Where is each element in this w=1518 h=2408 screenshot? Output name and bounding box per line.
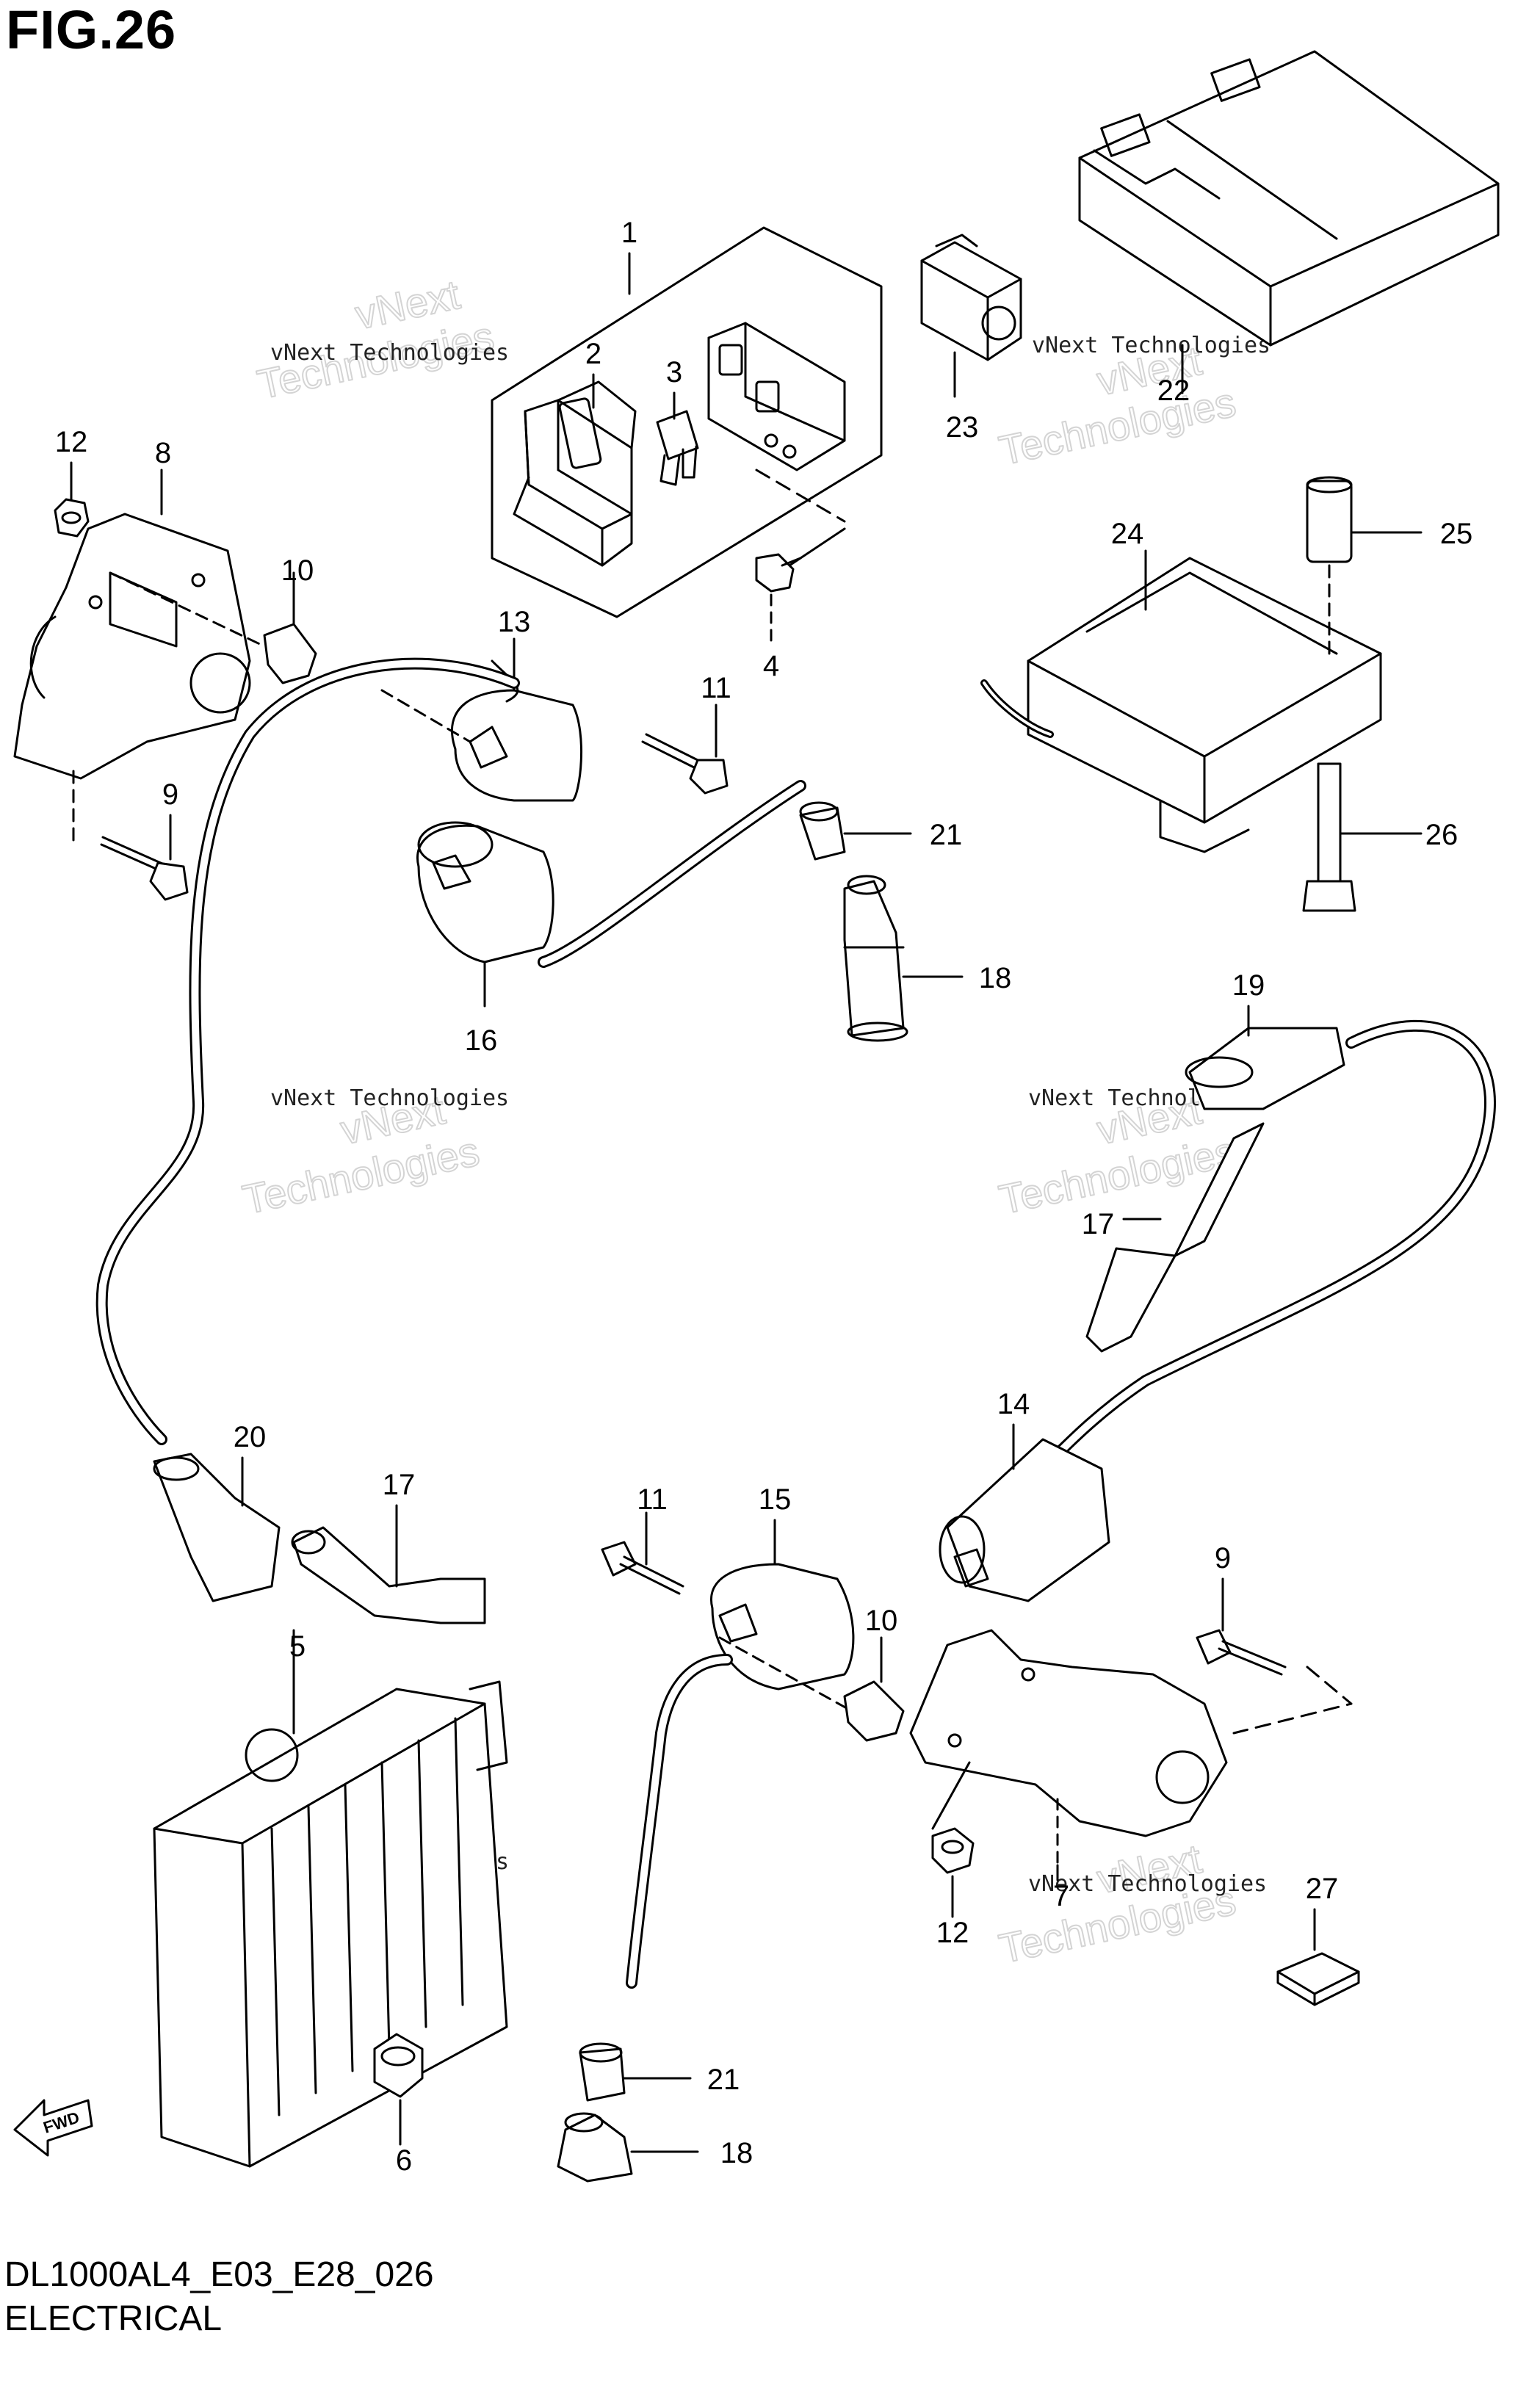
relay-block [707,322,846,471]
callout-15: 15 [759,1483,792,1516]
callout-24: 24 [1111,518,1144,550]
watermark-text-3: vNext Technologies [270,1085,509,1111]
callout-25: 25 [1440,518,1473,550]
part-12-nut-upper [54,461,90,538]
part-17-plug-cap-right [1085,1122,1265,1353]
callout-5: 5 [289,1630,306,1663]
part-12-nut-lower [931,1827,975,1918]
watermark-text-2: vNext Technologies [1032,333,1271,358]
part-27-pad [1276,1908,1360,2006]
callout-11b: 11 [637,1483,668,1516]
callout-26: 26 [1425,819,1459,851]
callout-7: 7 [1053,1880,1069,1912]
callout-22: 22 [1157,375,1190,407]
part-4-screw [755,527,846,648]
part-20-cover [153,1453,281,1602]
callout-2: 2 [585,338,601,370]
callout-19: 19 [1232,969,1265,1002]
part-26-bolt [1302,762,1423,912]
callout-8: 8 [155,437,171,469]
section-name: ELECTRICAL [4,2299,223,2338]
part-14-ignition-coil [939,1423,1110,1602]
part-16-ignition-coil [416,821,554,1008]
part-18-plug-cap-lower [557,2112,699,2183]
figure-title: FIG.26 [6,0,177,60]
callout-21b: 21 [707,2064,740,2096]
part-15-ignition-coil [626,1519,855,1989]
part-17-plug-cap-left [291,1504,486,1624]
watermark-1: vNext Technologies [253,270,499,408]
callout-17b: 17 [383,1469,416,1501]
part-21-cap-lower [579,2042,692,2102]
part-3-fuse [656,410,699,486]
callout-10a: 10 [281,554,314,587]
part-2-starter-relay [513,380,637,567]
callout-3: 3 [666,356,682,388]
callout-labels: 1 2 3 4 5 6 7 8 9 9 10 10 11 11 12 12 13… [55,217,1473,2177]
callout-20: 20 [234,1421,267,1453]
part-9-bolt-lower [1196,1577,1353,1735]
part-7-bracket [909,1629,1228,1881]
high-tension-cord-upper [95,657,806,1445]
high-tension-cord-right [1044,1019,1496,1467]
part-21-cap-upper [799,801,912,861]
fwd-arrow [13,2099,93,2157]
callout-12a: 12 [55,426,88,458]
part-25-spacer [1306,476,1423,662]
part-9-bolt-upper [72,770,189,901]
part-1-relay-assembly [491,226,883,618]
callout-14: 14 [997,1388,1030,1420]
watermark-6: vNext Technologies [994,1834,1240,1973]
part-13-ignition-coil [380,637,583,802]
callout-1: 1 [621,217,637,249]
callout-23: 23 [946,411,979,444]
callout-18a: 18 [979,962,1012,994]
model-code: DL1000AL4_E03_E28_026 [4,2255,434,2294]
part-10-spacer-upper [109,571,317,684]
watermark-text-6: vNext Technologies [1028,1871,1267,1897]
part-23-connector [920,234,1022,398]
callout-17a: 17 [1082,1208,1115,1240]
part-22-ecm [1078,50,1500,394]
callout-16: 16 [465,1024,498,1057]
callout-4: 4 [763,650,779,682]
callout-11a: 11 [701,672,731,704]
callout-21a: 21 [930,819,963,851]
watermark-2: vNext Technologies [994,336,1240,474]
part-19-cover [1185,1005,1345,1110]
callout-18b: 18 [720,2137,753,2169]
callout-9a: 9 [162,778,178,811]
part-24-control-unit [980,549,1382,853]
watermark-text-1: vNext Technologies [270,340,509,366]
part-6-nut [373,2033,424,2146]
callout-6: 6 [396,2144,412,2177]
part-8-bracket [13,469,251,780]
part-11-bolt-lower [601,1511,684,1595]
part-5-regulator [153,1629,508,2168]
part-18-plug-cap-upper [843,875,964,1042]
part-10-spacer-lower [843,1636,905,1742]
callout-10b: 10 [865,1605,898,1637]
callout-27: 27 [1306,1873,1339,1905]
callout-13: 13 [498,606,531,638]
part-11-bolt-upper [641,704,729,795]
callout-12b: 12 [936,1917,969,1949]
callout-9b: 9 [1215,1542,1231,1574]
